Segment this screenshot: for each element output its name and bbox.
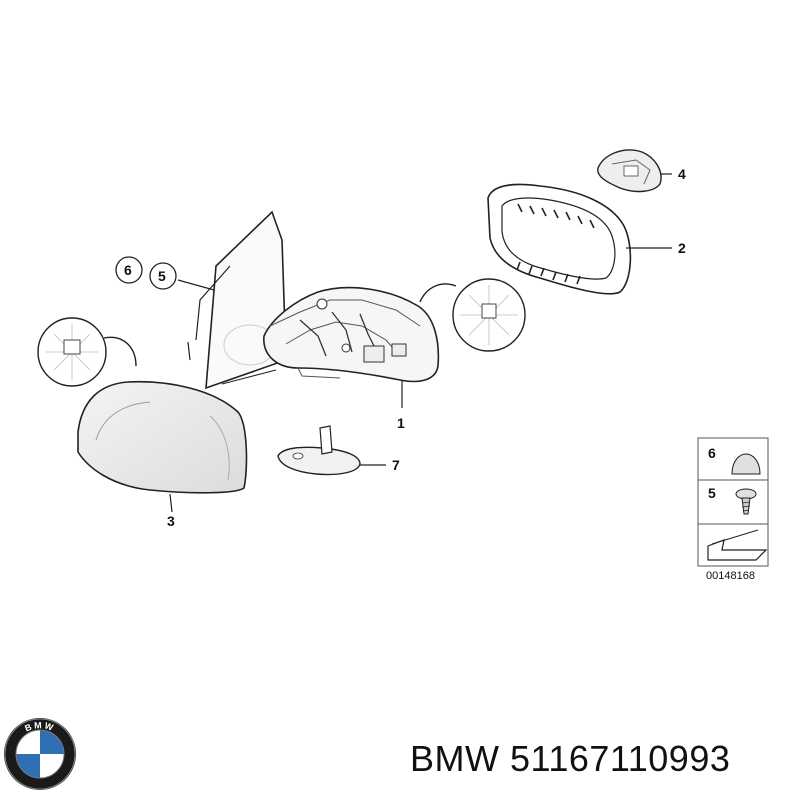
callout-3: 3 [167,513,175,529]
part-mirror-glass-frame [487,183,632,295]
screw-icon [735,488,757,515]
part-number-title: BMW 51167110993 [410,738,731,779]
part-mirror-base-triangle [187,210,287,390]
callout-circle-6: 6 [115,256,143,284]
leader-lines [169,173,672,513]
bmw-roundel-icon: BMW [4,718,76,790]
callout-7: 7 [392,457,400,473]
parts-legend: 6 5 00148168 [697,437,769,582]
callout-6: 6 [124,262,132,278]
diagram-code: 00148168 [706,570,755,582]
part-mirror-cap [77,380,248,494]
callout-4: 4 [678,166,686,182]
detail-view-right [419,278,526,352]
legend-label-5: 5 [708,485,716,501]
part-bracket-7 [277,425,361,476]
callout-5: 5 [158,268,166,284]
logo-lettering: BMW [23,720,54,733]
part-mirror-housing [263,286,440,383]
detail-view-left [37,317,137,387]
callout-1: 1 [397,415,405,431]
cap-nut-icon [731,453,761,475]
legend-label-6: 6 [708,445,716,461]
callout-2: 2 [678,240,686,256]
svg-text:BMW: BMW [23,720,56,733]
callout-circle-5: 5 [149,262,177,290]
part-clip-4 [597,149,662,193]
